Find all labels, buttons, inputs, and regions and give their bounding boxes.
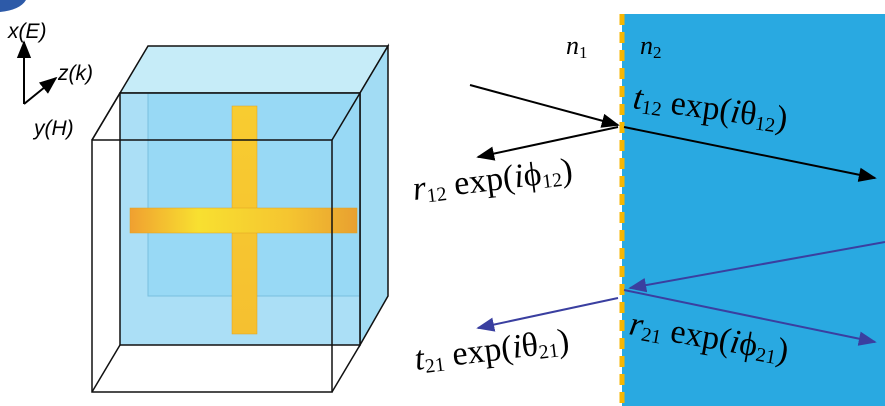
cube-right-face <box>359 43 389 348</box>
reflected-ray-r12 <box>476 126 619 161</box>
y-axis-label: y(H) <box>32 117 74 140</box>
z-axis-label: z(k) <box>57 62 93 85</box>
t21-label: t21 exp(iθ21) <box>412 322 571 379</box>
x-axis-label: x(E) <box>7 20 47 43</box>
medium-1-label: n1 <box>566 31 588 62</box>
reflected-ray-r21 <box>623 289 877 346</box>
coordinate-axes: x(E) z(k) y(H) <box>7 20 93 140</box>
medium-2-label: n2 <box>640 31 662 62</box>
corner-logo-fragment <box>0 0 26 12</box>
z-axis-arrow <box>23 76 58 105</box>
outer-box-edge-bl <box>91 344 121 393</box>
r12-label: r12 exp(iϕ12) <box>410 152 574 209</box>
outer-box-edge-br <box>331 344 361 393</box>
incident-ray-from-2 <box>628 241 885 293</box>
unit-cell-cube <box>91 43 390 393</box>
cross-horizontal-bar <box>129 207 358 234</box>
cube-top-face <box>118 45 390 94</box>
transmitted-ray-t21 <box>476 297 619 332</box>
medium-2-region <box>622 14 885 406</box>
outer-box-edge-tl <box>91 92 121 141</box>
outer-box-front <box>91 139 333 393</box>
outer-box-edge-tr <box>331 92 361 141</box>
incident-ray <box>469 84 620 128</box>
t12-label: t12 exp(iθ12) <box>631 79 790 138</box>
transmitted-ray-t12 <box>623 126 877 182</box>
